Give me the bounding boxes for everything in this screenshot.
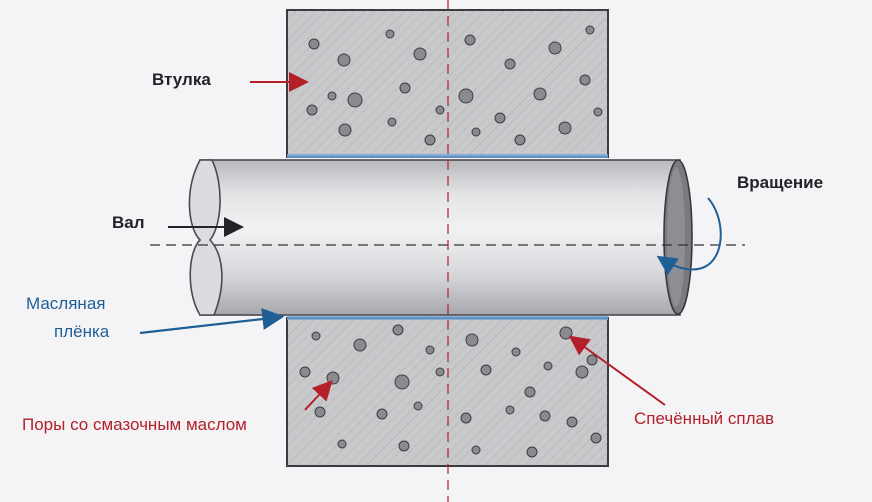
pore [425,345,435,355]
pore [505,405,515,415]
pore [471,127,481,137]
pore [471,445,481,455]
pore [539,410,551,422]
oil-film-bottom [287,316,608,320]
pore [575,365,589,379]
pore [376,408,388,420]
pore [511,347,521,357]
label-alloy: Спечённый сплав [634,409,775,428]
pore [337,53,351,67]
pore [399,82,411,94]
pores-bottom [299,324,602,458]
arrow-oil-film [139,308,285,335]
pore [424,134,436,146]
pore [435,367,445,377]
pore [590,432,602,444]
pore [435,105,445,115]
label-oil-film-1: Масляная [26,294,106,313]
shaft [188,159,693,316]
pore [514,134,526,146]
pore [566,416,578,428]
pore [526,446,538,458]
pore [413,47,427,61]
label-pores: Поры со смазочным маслом [22,415,247,434]
pore [460,412,472,424]
pore [353,338,367,352]
pore [465,333,479,347]
pore [387,117,397,127]
pore [579,74,591,86]
pore [327,91,337,101]
pore [504,58,516,70]
pore [593,107,603,117]
pore [533,87,547,101]
pore [558,121,572,135]
label-shaft: Вал [112,213,145,232]
pore [338,123,352,137]
pore [494,112,506,124]
oil-film-top [287,154,608,158]
pore [458,88,474,104]
pore [308,38,320,50]
pore [385,29,395,39]
pore [559,326,573,340]
arrow-pores [304,380,333,411]
label-rotation: Вращение [737,173,824,192]
pore [548,41,562,55]
pore [586,354,598,366]
pore [337,439,347,449]
pore [585,25,595,35]
pore [398,440,410,452]
pores-top [306,25,603,146]
pore [314,406,326,418]
pore [326,371,340,385]
pore [306,104,318,116]
label-oil-film-2: плёнка [54,322,110,341]
label-bushing: Втулка [152,70,211,89]
pore [392,324,404,336]
pore [394,374,410,390]
rotation-arrow [656,197,722,276]
arrow-alloy [568,335,666,406]
pore [480,364,492,376]
pore [464,34,476,46]
pore [347,92,363,108]
pore [413,401,423,411]
pore [311,331,321,341]
pore [524,386,536,398]
pore [299,366,311,378]
pore [543,361,553,371]
